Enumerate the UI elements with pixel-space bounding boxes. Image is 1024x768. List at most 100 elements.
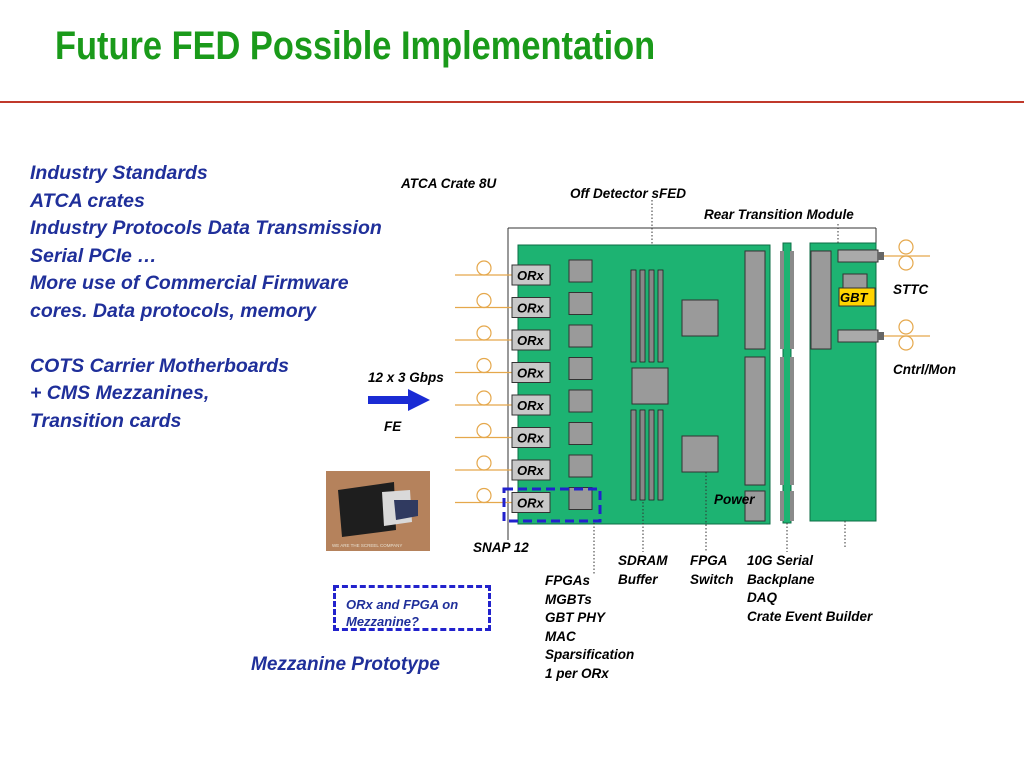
backplane-plug <box>780 491 784 521</box>
fiber-loop <box>476 487 492 504</box>
orx-fpga-chip <box>568 259 593 283</box>
bullet-item: More use of Commercial Firmware <box>30 272 349 294</box>
orx-row: ORx <box>455 357 593 383</box>
orx-row: ORx <box>455 422 593 448</box>
fpga-chip <box>631 367 669 405</box>
fiber-loop <box>476 357 492 374</box>
fiber-loop <box>476 325 492 341</box>
orx-row: ORx <box>455 259 593 286</box>
off-detector-label: Off Detector sFED <box>570 186 687 201</box>
bullet-item: cores. Data protocols, memory <box>30 299 317 322</box>
fiber-loop <box>476 390 492 406</box>
bullet-item: Serial PCIe … <box>30 244 157 267</box>
backplane-plug <box>790 357 794 485</box>
link-rate-label: 12 x 3 Gbps <box>368 370 444 385</box>
sttc-sfp-plug <box>878 252 884 260</box>
atca-crate-label: ATCA Crate 8U <box>401 176 497 191</box>
orx-module <box>511 394 551 416</box>
power-label: Power <box>714 492 755 507</box>
input-arrow <box>368 389 430 411</box>
orx-fpga-chip <box>568 487 593 510</box>
snap12-label: SNAP 12 <box>473 540 529 555</box>
note-line: ORx and FPGA on <box>346 597 459 612</box>
backplane-plug <box>780 357 784 485</box>
orx-fpga-chip <box>568 454 593 478</box>
orx-label: ORx <box>517 366 545 381</box>
cntrl-fiber <box>884 319 930 351</box>
note-line: Mezzanine? <box>346 614 419 629</box>
cntrl-mon-label: Cntrl/Mon <box>893 362 956 377</box>
backplane-connector <box>782 242 792 524</box>
fiber-loop <box>476 422 492 439</box>
fpga-switch-chip <box>681 435 719 473</box>
mezzanine-photo-part <box>394 500 418 520</box>
board-connector <box>744 250 766 350</box>
bullet-item: ATCA crates <box>30 189 145 212</box>
snap12-highlight <box>502 487 602 523</box>
orx-label: ORx <box>517 431 545 446</box>
bullet-item: Transition cards <box>30 409 182 432</box>
fe-label: FE <box>384 419 402 434</box>
orx-module <box>511 459 551 481</box>
fpgas-callout: FPGAs MGBTs GBT PHY MAC Sparsification 1… <box>545 573 635 681</box>
orx-label: ORx <box>517 268 545 283</box>
orx-module <box>511 264 551 286</box>
cntrl-sfp-plug <box>878 332 884 340</box>
orx-label: ORx <box>517 301 545 316</box>
fiber-loop <box>476 292 492 309</box>
bullet-item: COTS Carrier Motherboards <box>30 354 289 377</box>
title-divider <box>0 101 1024 103</box>
orx-fpga-chip <box>568 422 593 445</box>
backplane-plug <box>790 491 794 521</box>
gbt-box <box>838 287 876 307</box>
board-connector <box>744 356 766 486</box>
orx-module <box>511 297 551 318</box>
sttc-sfp <box>837 249 879 263</box>
sdram-lower <box>630 409 664 501</box>
mezzanine-question-box: ORx and FPGA on Mezzanine? <box>333 585 491 631</box>
orx-label: ORx <box>517 496 545 511</box>
orx-label: ORx <box>517 463 545 478</box>
rtm-connector <box>810 250 832 350</box>
bullet-list: Industry Standards ATCA crates Industry … <box>30 160 382 435</box>
mezzanine-photo-part <box>338 482 396 537</box>
orx-row: ORx <box>455 324 593 351</box>
sdram-upper <box>630 269 664 363</box>
orx-module <box>511 329 551 351</box>
bullet-item: + CMS Mezzanines, <box>30 382 210 404</box>
orx-row: ORx <box>455 454 593 481</box>
cntrl-sfp <box>837 329 879 343</box>
orx-fpga-chip <box>568 292 593 315</box>
orx-module <box>511 492 551 513</box>
serial-callout: 10G Serial Backplane DAQ Crate Event Bui… <box>747 553 873 624</box>
photo-caption: WE ARE THE SCREEL COMPANY <box>332 543 402 548</box>
page-title: Future FED Possible Implementation <box>55 24 656 68</box>
fiber-loop <box>476 455 492 471</box>
orx-row: ORx <box>455 292 593 318</box>
orx-module <box>511 362 551 383</box>
orx-row: ORx <box>455 389 593 416</box>
power-connector <box>744 490 766 522</box>
fpga-switch-callout: FPGA Switch <box>690 553 734 587</box>
bullet-item: Industry Standards <box>30 162 208 184</box>
leader-lines <box>593 200 846 575</box>
mezzanine-prototype-caption: Mezzanine Prototype <box>251 654 440 675</box>
sttc-fiber <box>884 239 930 271</box>
orx-label: ORx <box>517 333 545 348</box>
gbt-label: GBT <box>840 290 868 305</box>
orx-fpga-chip <box>568 389 593 413</box>
orx-row: ORx <box>455 487 593 513</box>
gbt-chip <box>842 273 868 289</box>
backplane-plug <box>780 251 784 349</box>
rtm-label: Rear Transition Module <box>704 207 854 222</box>
sdram-callout: SDRAM Buffer <box>618 553 668 587</box>
sttc-label: STTC <box>893 282 929 297</box>
orx-label: ORx <box>517 398 545 413</box>
orx-module <box>511 427 551 448</box>
fpga-chip <box>681 299 719 337</box>
fiber-loop <box>476 260 492 276</box>
orx-fpga-chip <box>568 357 593 380</box>
orx-fpga-chip <box>568 324 593 348</box>
